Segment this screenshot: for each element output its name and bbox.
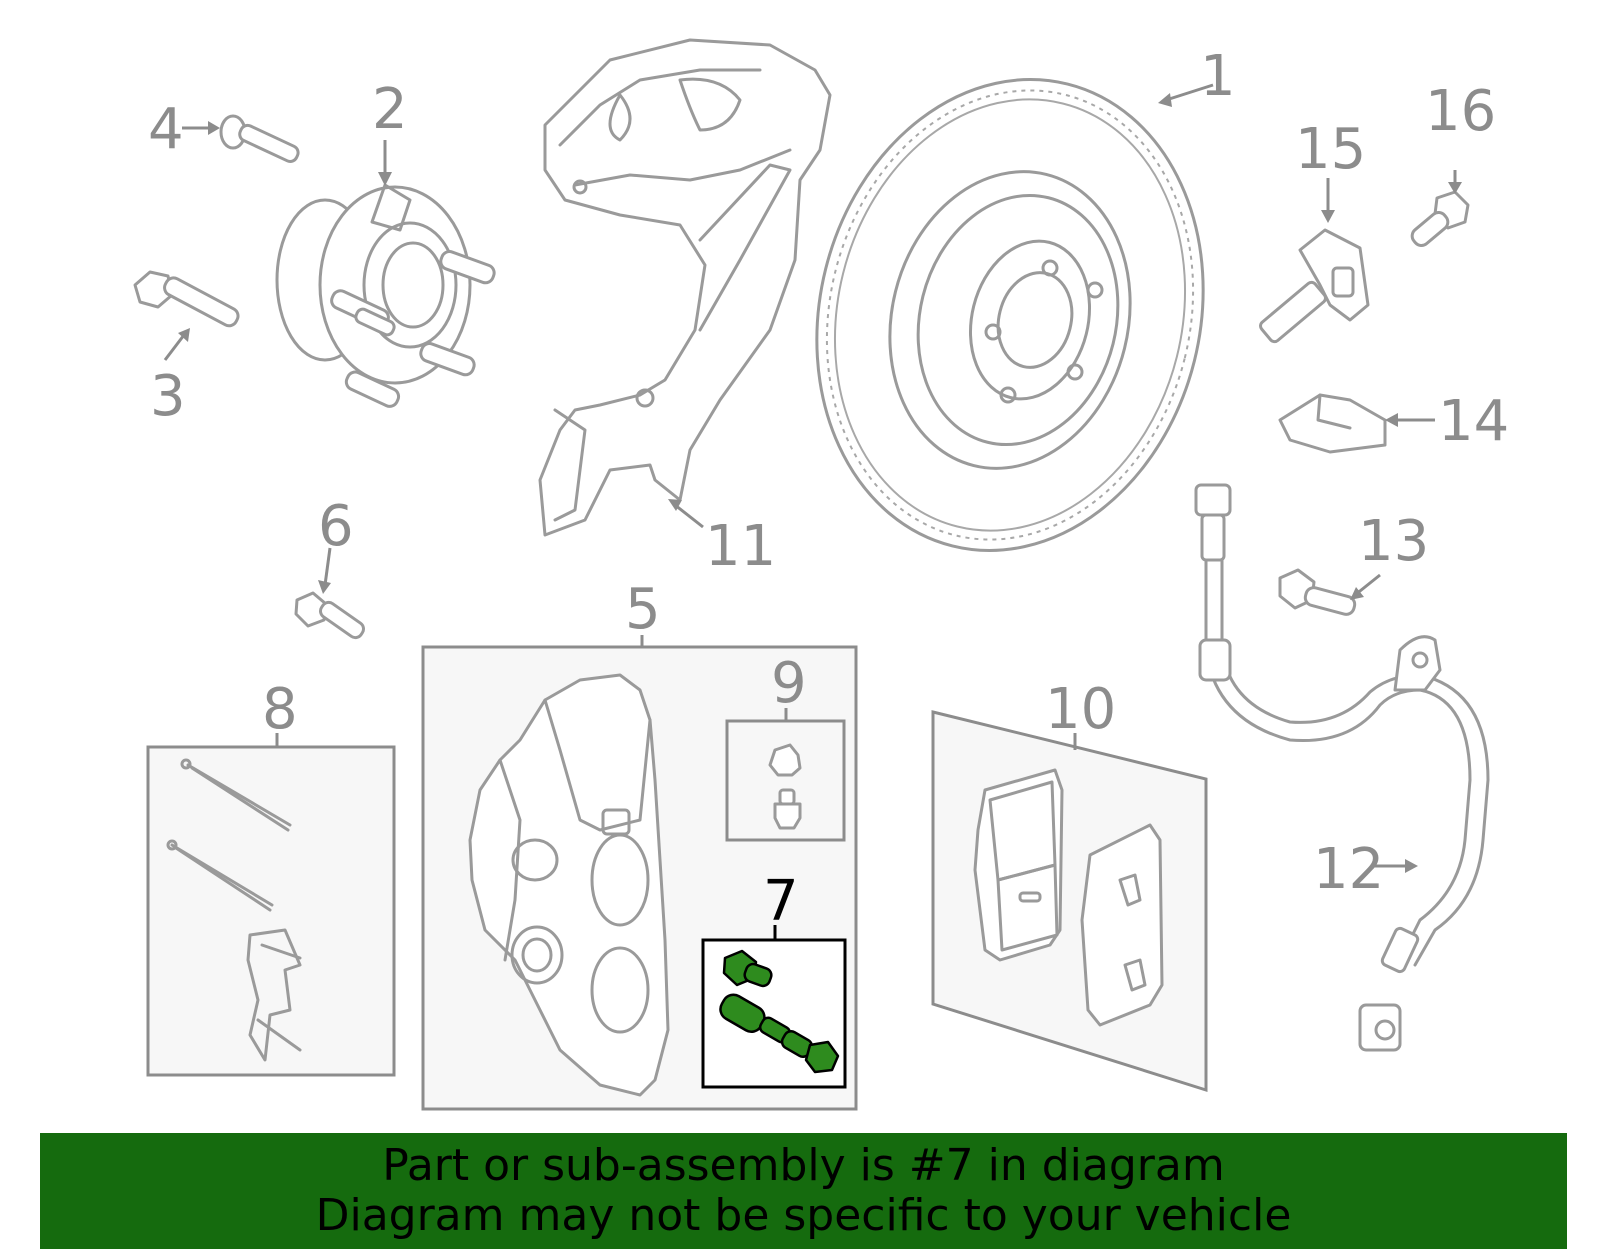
callout-7: 7 xyxy=(763,869,799,934)
callout-16: 16 xyxy=(1425,79,1496,144)
callout-14: 14 xyxy=(1438,389,1509,454)
part-13-bolt xyxy=(1278,568,1357,616)
callout-1: 1 xyxy=(1200,44,1236,109)
banner-line-2: Diagram may not be specific to your vehi… xyxy=(315,1190,1292,1241)
part-3-bolt xyxy=(133,270,240,328)
callout-4: 4 xyxy=(148,97,184,162)
part-10-brake-pads xyxy=(973,768,1164,1027)
callout-6: 6 xyxy=(318,494,354,559)
part-6-bolt xyxy=(294,591,365,640)
info-banner: Part or sub-assembly is #7 in diagram Di… xyxy=(40,1133,1567,1249)
callout-12: 12 xyxy=(1313,837,1384,902)
callout-8: 8 xyxy=(262,677,298,742)
callout-10: 10 xyxy=(1045,677,1116,742)
part-10-box xyxy=(931,710,1208,1093)
part-7-guide-pin-kit[interactable] xyxy=(716,949,840,1074)
callout-5: 5 xyxy=(625,577,661,642)
part-9-bleeder-kit xyxy=(768,743,802,830)
part-11-splash-shield xyxy=(538,38,832,537)
callout-9: 9 xyxy=(771,651,807,716)
callout-13: 13 xyxy=(1358,509,1429,574)
callout-2: 2 xyxy=(372,77,408,142)
part-12-brake-hose xyxy=(1194,483,1490,1052)
part-15-abs-sensor xyxy=(1259,228,1370,344)
part-1-brake-rotor xyxy=(815,78,1205,552)
callout-15: 15 xyxy=(1295,117,1366,182)
part-16-bolt xyxy=(1410,190,1470,247)
callout-11: 11 xyxy=(705,514,776,579)
part-7-bolt xyxy=(722,949,773,988)
part-2-wheel-hub xyxy=(275,183,496,408)
part-5-caliper xyxy=(468,673,670,1097)
part-14-clip xyxy=(1278,393,1387,454)
part-4-stud xyxy=(219,114,300,163)
callout-3: 3 xyxy=(150,364,186,429)
part-8-hardware-kit xyxy=(166,758,302,1062)
banner-line-1: Part or sub-assembly is #7 in diagram xyxy=(382,1140,1225,1191)
part-7-guide-pin xyxy=(719,993,840,1074)
